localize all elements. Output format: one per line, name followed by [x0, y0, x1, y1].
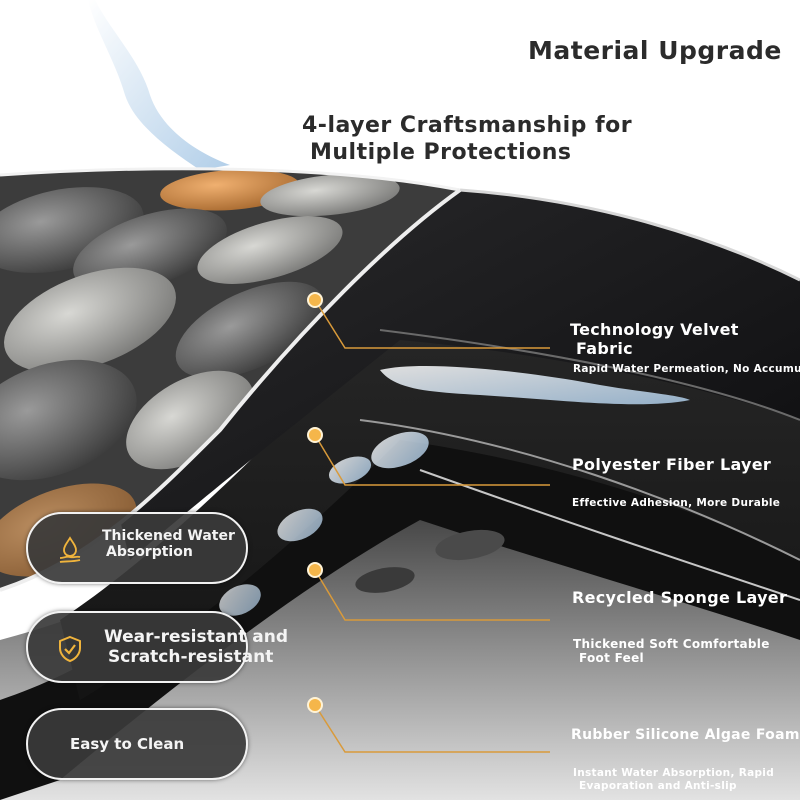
- layer-name-velvet-line-2: Fabric: [576, 339, 633, 358]
- layer-name-sponge: Recycled Sponge Layer: [572, 588, 788, 607]
- subtitle-line-2: Multiple Protections: [310, 140, 572, 165]
- feature-label-water-absorption: Thickened Water Absorption: [102, 528, 235, 560]
- layer-desc-sponge: Thickened Soft Comfortable Foot Feel: [573, 637, 770, 665]
- callout-dot-sponge: [307, 562, 323, 578]
- feature-wear-line-2: Scratch-resistant: [108, 647, 274, 667]
- layer-desc-velvet: Rapid Water Permeation, No Accumula: [573, 363, 800, 375]
- subtitle-line-1: 4-layer Craftsmanship for: [302, 113, 633, 138]
- layer-name-polyester: Polyester Fiber Layer: [572, 455, 772, 474]
- feature-label-wear-resistant: Wear-resistant and Scratch-resistant: [104, 627, 288, 667]
- layer-desc-rubber-line-1: Instant Water Absorption, Rapid: [573, 767, 775, 779]
- layer-name-rubber: Rubber Silicone Algae Foam: [571, 727, 800, 743]
- callout-dot-velvet: [307, 292, 323, 308]
- layer-desc-sponge-line-1: Thickened Soft Comfortable: [573, 637, 770, 651]
- feature-water-line-2: Absorption: [106, 544, 193, 560]
- layer-desc-rubber: Instant Water Absorption, Rapid Evaporat…: [573, 767, 774, 793]
- callout-dot-rubber: [307, 697, 323, 713]
- feature-water-line-1: Thickened Water: [102, 528, 235, 544]
- feature-label-easy-clean: Easy to Clean: [70, 735, 185, 753]
- layer-name-velvet-line-1: Technology Velvet: [570, 320, 739, 339]
- shield-check-icon: [59, 635, 81, 663]
- layer-desc-sponge-line-2: Foot Feel: [579, 651, 644, 665]
- layer-desc-rubber-line-2: Evaporation and Anti-slip: [579, 780, 737, 792]
- feature-pill-water-absorption: Thickened Water Absorption: [26, 512, 248, 584]
- page-subtitle: 4-layer Craftsmanship for Multiple Prote…: [302, 112, 722, 166]
- feature-wear-line-1: Wear-resistant and: [104, 627, 289, 647]
- feature-pill-wear-resistant: Wear-resistant and Scratch-resistant: [26, 611, 288, 683]
- page-title: Material Upgrade: [528, 36, 782, 65]
- feature-pill-easy-clean: Easy to Clean: [26, 708, 248, 780]
- water-drop-hand-icon: [59, 536, 81, 563]
- layer-name-velvet: Technology Velvet Fabric: [570, 320, 739, 358]
- callout-dot-polyester: [307, 427, 323, 443]
- layer-desc-polyester: Effective Adhesion, More Durable: [572, 497, 781, 509]
